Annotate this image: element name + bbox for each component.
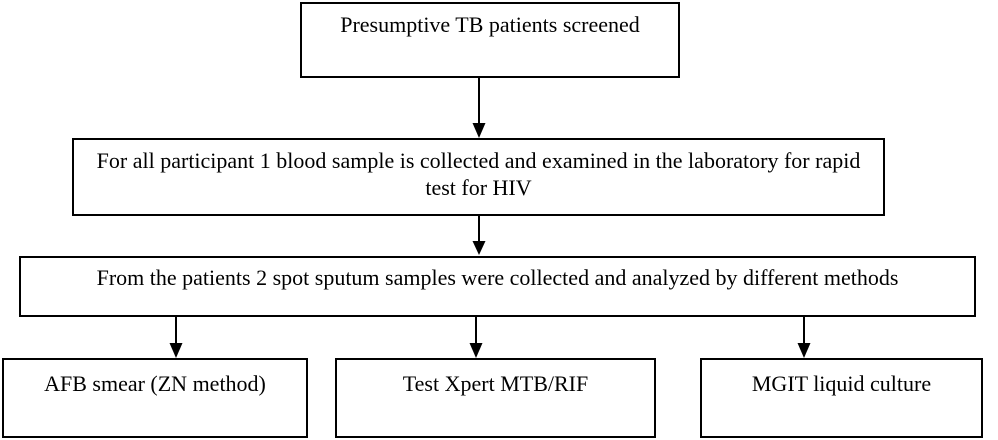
connector-sputum-to-xpert	[467, 317, 487, 359]
flowchart-node-xpert: Test Xpert MTB/RIF	[335, 358, 656, 438]
node-label-mgit: MGIT liquid culture	[751, 371, 932, 396]
flowchart-node-sputum: From the patients 2 spot sputum samples …	[19, 256, 976, 317]
flowchart-node-blood-hiv: For all participant 1 blood sample is co…	[72, 138, 885, 216]
node-label-blood-hiv: For all participant 1 blood sample is co…	[96, 148, 861, 200]
node-label-screening: Presumptive TB patients screened	[340, 12, 640, 37]
node-label-afb-smear: AFB smear (ZN method)	[44, 371, 266, 396]
flowchart-node-mgit: MGIT liquid culture	[700, 358, 983, 438]
node-label-sputum: From the patients 2 spot sputum samples …	[96, 265, 899, 290]
node-label-xpert: Test Xpert MTB/RIF	[402, 371, 589, 396]
connector-sputum-to-mgit	[795, 317, 815, 359]
connector-screening-to-blood-hiv	[470, 78, 490, 140]
connector-sputum-to-afb-smear	[167, 317, 187, 359]
connector-blood-hiv-to-sputum	[470, 216, 490, 257]
flowchart-node-screening: Presumptive TB patients screened	[300, 2, 680, 78]
flowchart-node-afb-smear: AFB smear (ZN method)	[2, 358, 308, 438]
